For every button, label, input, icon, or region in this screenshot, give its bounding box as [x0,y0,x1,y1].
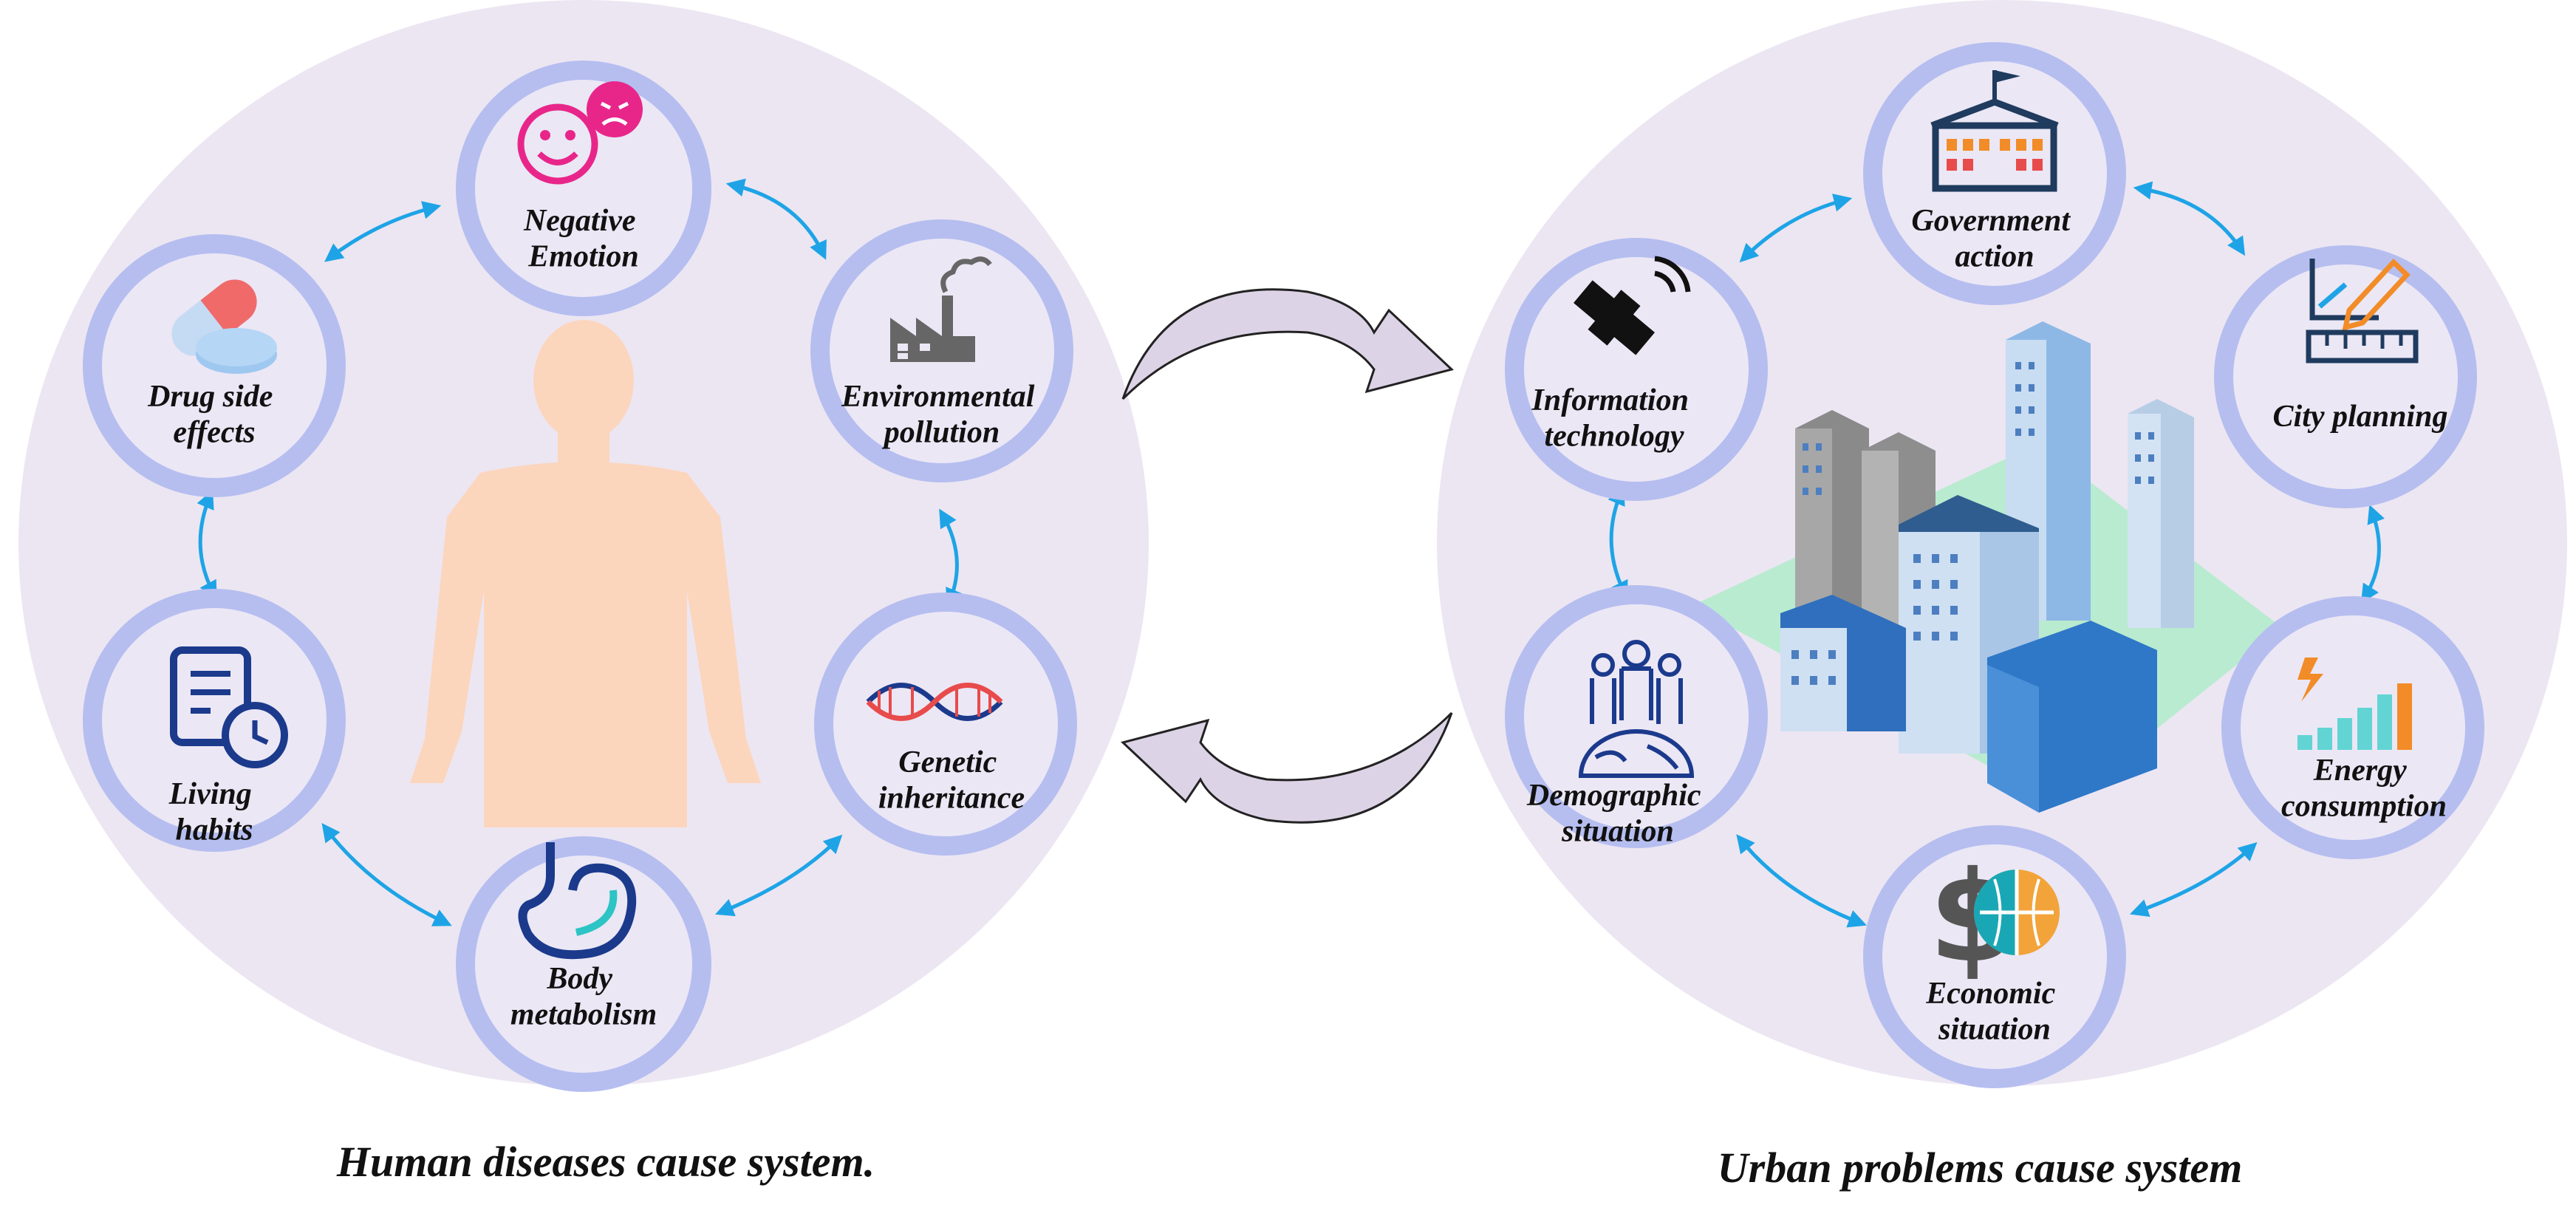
arrow-emotion-drug [324,201,442,262]
right-caption: Urban problems cause system [1718,1144,2243,1192]
energy-consumption-label: Energy consumption [2281,754,2447,823]
city-planning-label: City planning [2273,400,2448,434]
arrow-government-planning [2133,181,2246,256]
body-metabolism-label: Body metabolism [510,962,657,1031]
living-habits-label: Living habits [168,777,260,847]
city-buildings-illustration [1692,321,2283,813]
economic-situation-label: Economic situation [1925,977,2063,1046]
right-cycle-arrows [1608,181,2385,928]
node-economic-situation: $ Economic situation [1863,825,2126,1088]
government-action-label: Government action [1911,204,2077,273]
money-globe-icon: $ [1929,844,2060,991]
node-energy-consumption: Energy consumption [2221,596,2484,859]
pill-icon [171,279,277,374]
human-diseases-system: Negative Emotion Environmental pollution [18,0,1149,1186]
dna-icon [866,683,1003,721]
urban-problems-system: Government action City planning [1437,0,2567,1192]
left-caption: Human diseases cause system. [336,1138,875,1186]
node-genetic-inheritance: Genetic inheritance [814,593,1077,856]
arrow-demographic-economic [1736,834,1868,928]
arrow-it-demographic [1608,486,1628,600]
arrow-pollution-genetic [939,508,963,607]
arrow-energy-economic [2129,841,2258,918]
arrow-drug-habits [197,490,217,600]
negative-emotion-label: Negative Emotion [523,204,643,273]
energy-chart-icon [2297,658,2412,750]
stomach-icon [518,842,637,960]
factory-icon [890,256,992,362]
arrow-genetic-metabolism [715,834,843,917]
node-drug-side-effects: Drug side effects [83,234,346,497]
arrow-habits-metabolism [321,823,452,926]
node-city-planning: City planning [2214,245,2477,508]
node-environmental-pollution: Environmental pollution [810,219,1073,482]
node-living-habits: Living habits [83,589,346,852]
node-body-metabolism: Body metabolism [456,836,711,1092]
emotion-icon [517,81,643,185]
drug-side-effects-label: Drug side effects [147,380,281,449]
node-information-technology: Information technology [1505,238,1768,501]
node-negative-emotion: Negative Emotion [456,61,711,316]
demographic-situation-label: Demographic situation [1526,779,1709,848]
planning-ruler-icon [2306,259,2419,363]
environmental-pollution-label: Environmental pollution [841,380,1042,449]
left-cycle-arrows [197,178,963,926]
node-demographic-situation: Demographic situation [1505,585,1768,848]
genetic-inheritance-label: Genetic inheritance [878,745,1025,815]
arrow-government-it [1739,194,1853,263]
node-government-action: Government action [1863,42,2126,305]
human-body-silhouette [410,320,761,827]
center-cycle-arrows [1120,288,1455,824]
population-globe-icon [1578,640,1695,778]
bottom-cycle-arrow [1120,711,1453,824]
arrow-emotion-pollution [725,178,827,260]
government-building-icon [1930,70,2059,192]
arrow-planning-energy [2360,504,2385,604]
information-technology-label: Information technology [1531,383,1697,453]
schedule-icon [170,646,288,768]
satellite-icon [1574,256,1691,355]
top-cycle-arrow [1121,288,1455,400]
